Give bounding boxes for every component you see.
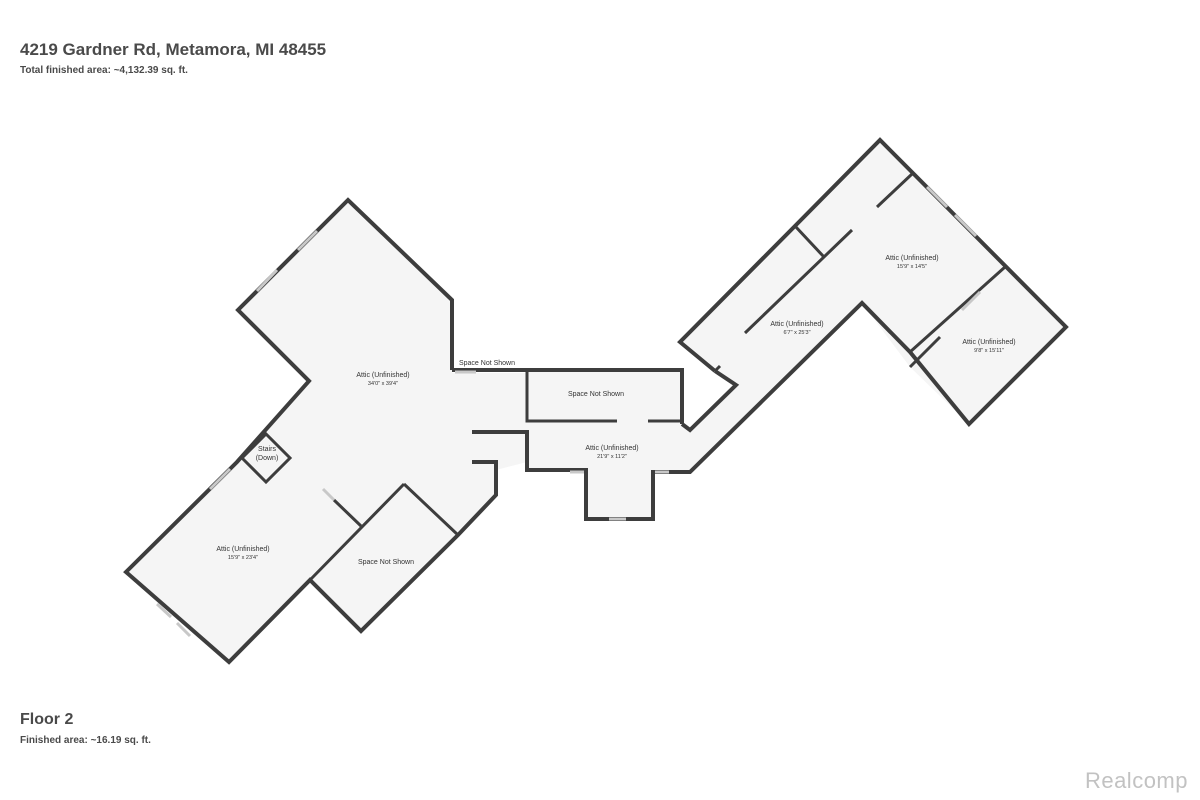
room-name: (Down) bbox=[256, 455, 279, 462]
room-dims: 15'9" x 14'5" bbox=[897, 264, 927, 270]
room-fills bbox=[126, 140, 1066, 662]
realcomp-watermark: Realcomp bbox=[1084, 768, 1188, 793]
room-name: Attic (Unfinished) bbox=[770, 321, 823, 328]
interior-walls bbox=[240, 172, 1007, 582]
room-dims: 15'9" x 23'4" bbox=[228, 555, 258, 561]
room-name: Space Not Shown bbox=[459, 360, 515, 367]
room-name: Stairs bbox=[258, 446, 276, 453]
room-dims: 34'0" x 39'4" bbox=[368, 381, 398, 387]
room-name: Attic (Unfinished) bbox=[885, 255, 938, 262]
room-name: Attic (Unfinished) bbox=[216, 546, 269, 553]
room-labels: Attic (Unfinished) 34'0" x 39'4" Attic (… bbox=[216, 255, 1015, 566]
room-name: Attic (Unfinished) bbox=[585, 445, 638, 452]
room-dims: 9'8" x 15'11" bbox=[974, 348, 1004, 354]
room-name: Attic (Unfinished) bbox=[356, 372, 409, 379]
room-name: Space Not Shown bbox=[568, 391, 624, 398]
room-dims: 21'9" x 11'2" bbox=[597, 454, 627, 460]
room-name: Attic (Unfinished) bbox=[962, 339, 1015, 346]
exterior-walls bbox=[123, 137, 1069, 665]
property-address: 4219 Gardner Rd, Metamora, MI 48455 bbox=[20, 40, 327, 59]
floor-title: Floor 2 bbox=[20, 711, 74, 728]
floor-finished-area: Finished area: ~16.19 sq. ft. bbox=[20, 735, 151, 746]
windows bbox=[155, 185, 982, 638]
room-name: Space Not Shown bbox=[358, 559, 414, 566]
room-dims: 6'7" x 25'3" bbox=[783, 330, 810, 336]
total-finished-area: Total finished area: ~4,132.39 sq. ft. bbox=[20, 65, 188, 76]
